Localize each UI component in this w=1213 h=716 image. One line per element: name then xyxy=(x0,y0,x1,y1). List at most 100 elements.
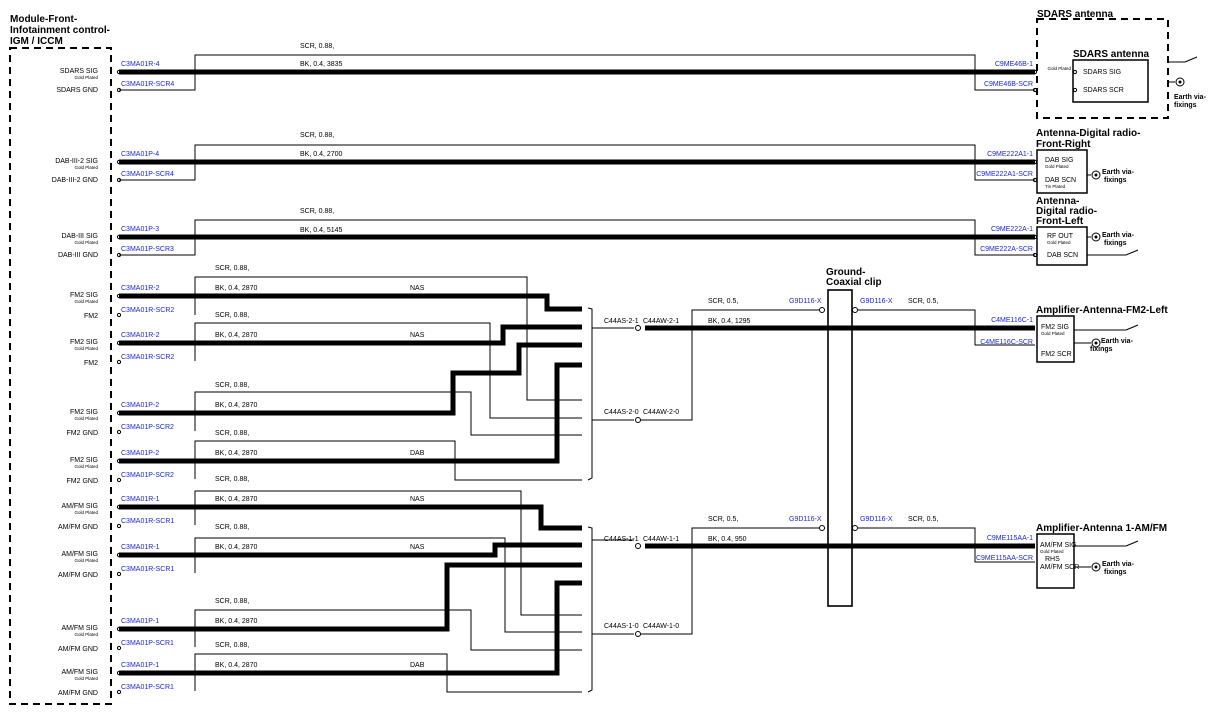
wire-tag: NAS xyxy=(410,544,425,551)
pin-label: DAB SIG xyxy=(1045,157,1073,164)
connector-label[interactable]: C4ME116C-SCR xyxy=(980,339,1033,346)
connector-label[interactable]: C3MA01R-SCR1 xyxy=(121,518,174,525)
connector-label[interactable]: C3MA01P-1 xyxy=(121,618,159,625)
connector-label[interactable]: C3MA01R-2 xyxy=(121,285,160,292)
connector-label[interactable]: C3MA01R-SCR1 xyxy=(121,566,174,573)
connector-label[interactable]: C9ME46B-SCR xyxy=(984,81,1033,88)
inline-connector[interactable]: C44AW-2-0 xyxy=(643,409,679,416)
amp-am-fm: Amplifier-Antenna 1-AM/FM AM/FM SIG Gold… xyxy=(1036,523,1167,589)
pin-sub: Gold Plated xyxy=(74,240,98,245)
pin-sub: Gold Plated xyxy=(74,510,98,515)
earth-label: Earth via- xyxy=(1101,338,1134,345)
inline-connector[interactable]: C44AW-1-1 xyxy=(643,536,679,543)
ground-label[interactable]: G9D116-X xyxy=(789,298,822,305)
wire-spec-scr: SCR, 0.88, xyxy=(215,476,249,483)
wire-spec-scr: SCR, 0.88, xyxy=(215,265,249,272)
wire-spec-bk: BK, 0.4, 5145 xyxy=(300,227,343,234)
connector-label[interactable]: C3MA01R-2 xyxy=(121,332,160,339)
connector-label[interactable]: C4ME116C-1 xyxy=(991,317,1033,324)
earth-label: Earth via- xyxy=(1102,169,1135,176)
inline-connector[interactable]: C44AW-2-1 xyxy=(643,318,679,325)
connector-label[interactable]: C9ME222A-1 xyxy=(991,226,1033,233)
component-title: Amplifier-Antenna 1-AM/FM xyxy=(1036,523,1167,534)
amp-fm2-left: Amplifier-Antenna-FM2-Left FM2 SIG Gold … xyxy=(1036,305,1168,363)
inline-connector[interactable]: C44AS-1-0 xyxy=(604,623,639,630)
pin-terminal xyxy=(1032,69,1038,75)
pin-label: AM/FM GND xyxy=(58,690,98,697)
inline-connector[interactable]: C44AS-1-1 xyxy=(604,536,639,543)
pin-label: FM2 SIG xyxy=(70,339,98,346)
earth-label: fixings xyxy=(1090,346,1113,353)
connector-label[interactable]: C9ME115AA-1 xyxy=(987,535,1033,542)
pin-label: AM/FM SIG xyxy=(61,669,98,676)
connector-label[interactable]: C3MA01R-SCR2 xyxy=(121,354,174,361)
pin-label: DAB SCN xyxy=(1047,252,1078,259)
connector-label[interactable]: C3MA01P-SCR4 xyxy=(121,171,174,178)
wire-spec-bk: BK, 0.4, 2700 xyxy=(300,151,343,158)
connector-label[interactable]: C3MA01R-4 xyxy=(121,61,160,68)
component-title: SDARS antenna xyxy=(1073,49,1150,60)
connector-label[interactable]: C9ME222A1-SCR xyxy=(976,171,1033,178)
pin-label: AM/FM SIG xyxy=(61,551,98,558)
wire-spec-bk: BK, 0.4, 2870 xyxy=(215,285,258,292)
ground-label[interactable]: G9D116-X xyxy=(860,516,893,523)
connector-label[interactable]: C9ME115AA-SCR xyxy=(976,555,1033,562)
wire-spec-bk: BK, 0.4, 2870 xyxy=(215,332,258,339)
pin-terminal xyxy=(116,571,122,577)
pin-terminal xyxy=(116,252,122,258)
am-run: C44AS-1-1 C44AW-1-1 C44AS-1-0 C44AW-1-0 … xyxy=(604,516,1035,637)
pin-terminal xyxy=(116,429,122,435)
pin-label: DAB-III-2 SIG xyxy=(55,158,98,165)
connector-label[interactable]: C3MA01R-1 xyxy=(121,544,160,551)
connector-label[interactable]: C9ME222A-SCR xyxy=(980,246,1033,253)
connector-label[interactable]: C3MA01P-SCR2 xyxy=(121,472,174,479)
wire-spec-scr: SCR, 0.5, xyxy=(708,516,738,523)
pin-label: FM2 SCR xyxy=(1041,351,1072,358)
inline-connector[interactable]: C44AS-2-1 xyxy=(604,318,639,325)
pin-sub: Gold Plated xyxy=(74,299,98,304)
pin-sub: Gold Plated xyxy=(74,676,98,681)
pin-label: AM/FM SIG xyxy=(61,625,98,632)
connector-label[interactable]: C3MA01P-4 xyxy=(121,151,159,158)
pin-sub: Gold Plated xyxy=(74,558,98,563)
pin-sub: Gold Plated xyxy=(74,165,98,170)
connector-label[interactable]: C9ME222A1-1 xyxy=(987,151,1033,158)
pin-label: FM2 xyxy=(84,313,98,320)
clip-title: Coaxial clip xyxy=(826,277,882,288)
pin-label: DAB-III-2 GND xyxy=(52,177,98,184)
wire-spec-scr: SCR, 0.88, xyxy=(300,132,334,139)
connector-label[interactable]: C3MA01R-SCR2 xyxy=(121,307,174,314)
pin-label: SDARS SIG xyxy=(60,68,98,75)
connector-label[interactable]: C3MA01R-1 xyxy=(121,496,160,503)
connector-label[interactable]: C3MA01P-2 xyxy=(121,402,159,409)
pin-label: AM/FM SIG xyxy=(1040,542,1077,549)
module-title-2: Infotainment control- xyxy=(10,25,110,36)
connector-label[interactable]: C3MA01P-3 xyxy=(121,226,159,233)
connector-label[interactable]: C3MA01P-SCR1 xyxy=(121,684,174,691)
pin-sub: Gold Plated xyxy=(74,464,98,469)
pin-label: SDARS SCR xyxy=(1083,87,1124,94)
wire-spec-bk: BK, 0.4, 2870 xyxy=(215,618,258,625)
group-dab-iii-2: DAB-III-2 SIG Gold Plated DAB-III-2 GND … xyxy=(52,132,1035,184)
connector-label[interactable]: C3MA01R-SCR4 xyxy=(121,81,174,88)
inline-connector[interactable]: C44AW-1-0 xyxy=(643,623,679,630)
connector-label[interactable]: C3MA01P-SCR1 xyxy=(121,640,174,647)
ground-label[interactable]: G9D116-X xyxy=(860,298,893,305)
connector-label[interactable]: C9ME46B-1 xyxy=(995,61,1033,68)
connector-label[interactable]: C3MA01P-SCR2 xyxy=(121,424,174,431)
ground-label[interactable]: G9D116-X xyxy=(789,516,822,523)
pin-terminal xyxy=(116,359,122,365)
wire-tag: NAS xyxy=(410,332,425,339)
pin-label: RF OUT xyxy=(1047,233,1074,240)
connector-label[interactable]: C3MA01P-1 xyxy=(121,662,159,669)
wire-spec-bk: BK, 0.4, 1295 xyxy=(708,318,751,325)
wire-spec-scr: SCR, 0.88, xyxy=(300,208,334,215)
connector-label[interactable]: C3MA01P-SCR3 xyxy=(121,246,174,253)
pin-label: FM2 xyxy=(84,360,98,367)
inline-connector[interactable]: C44AS-2-0 xyxy=(604,409,639,416)
sdars-antenna: SDARS antenna SDARS antenna Gold Plated … xyxy=(1036,9,1207,119)
connector-label[interactable]: C3MA01P-2 xyxy=(121,450,159,457)
wire-spec-bk: BK, 0.4, 2870 xyxy=(215,662,258,669)
